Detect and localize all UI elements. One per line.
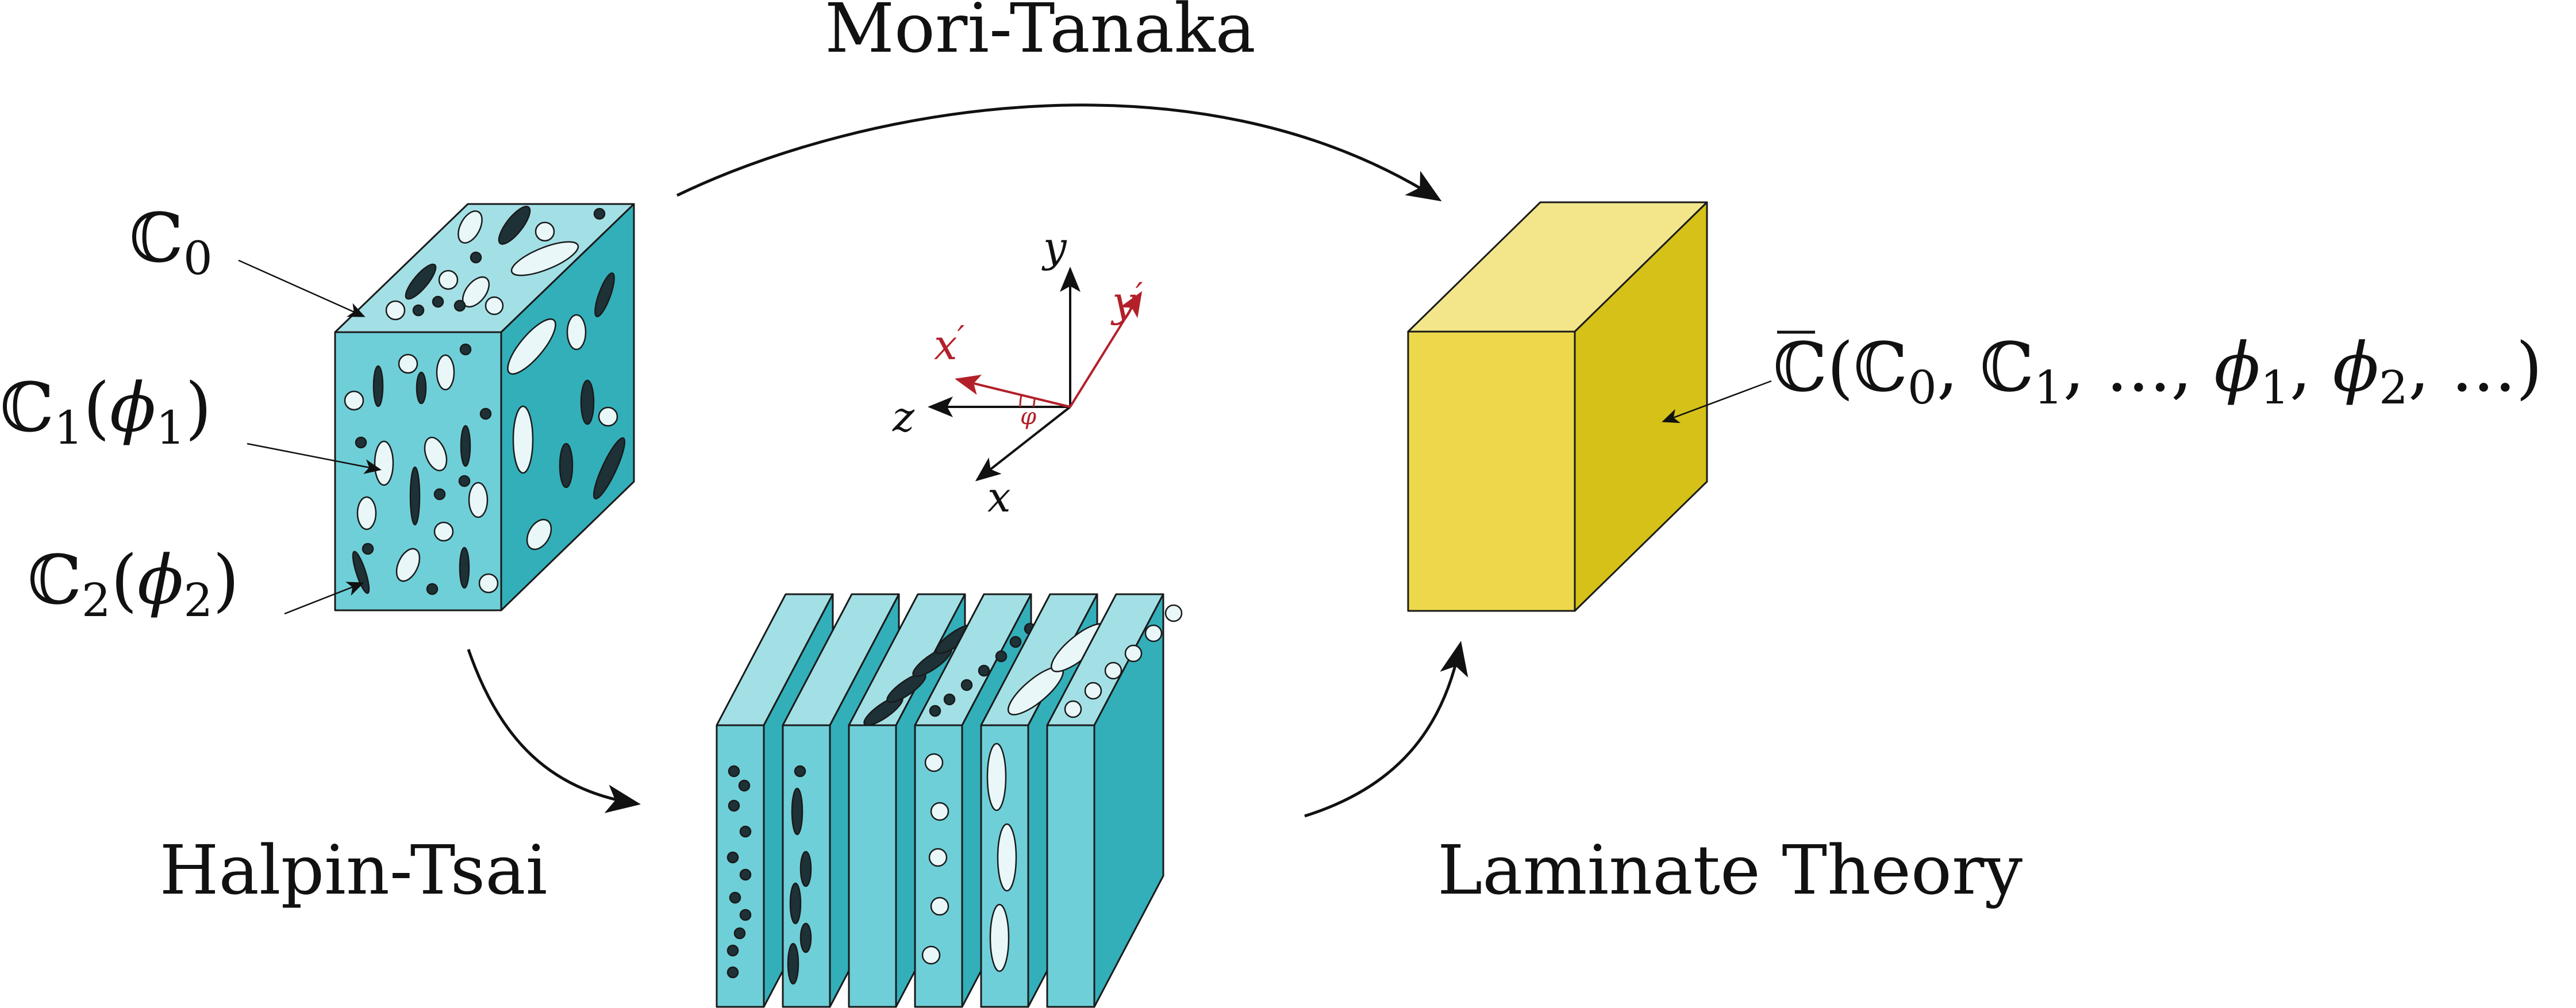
phase2-leader — [284, 582, 364, 615]
ply-inclusion — [929, 705, 941, 717]
ply-inclusion — [995, 650, 1008, 663]
ply-inclusion — [726, 944, 739, 957]
laminate-theory-arrow — [1304, 641, 1468, 818]
ply-inclusion — [728, 799, 740, 812]
ply-inclusion — [1104, 661, 1122, 680]
phi-angle-arc — [1019, 395, 1022, 407]
ply-inclusion — [729, 891, 741, 904]
ply-inclusion — [1084, 682, 1102, 700]
ply-inclusions — [787, 765, 812, 985]
phi-angle-label: φ — [1020, 403, 1036, 430]
ply-fibre — [989, 903, 1010, 972]
x-axis-label: x — [987, 473, 1011, 521]
matrix-label: ℂ0 — [129, 198, 213, 285]
ply-inclusion — [733, 927, 746, 940]
ply-inclusion — [794, 765, 806, 778]
ply-inclusions — [1064, 604, 1183, 718]
ply-inclusion — [943, 693, 956, 706]
ply-inclusion — [960, 679, 973, 691]
laminate-theory-label: Laminate Theory — [1437, 830, 2023, 910]
ply-inclusion — [924, 753, 944, 772]
phase1-leader — [247, 443, 382, 474]
cube-top-inclusions — [385, 206, 606, 321]
ply-inclusions — [921, 622, 1036, 965]
cube-front-inclusions — [344, 343, 499, 595]
x-axis — [975, 406, 1071, 482]
ply-fibre — [997, 823, 1017, 892]
ply-inclusion — [726, 966, 739, 979]
ply-inclusion — [739, 909, 752, 921]
ply-fibre — [789, 882, 802, 925]
ply-front-face — [1046, 724, 1095, 1008]
ply-inclusion — [1009, 636, 1022, 648]
ply-inclusion — [739, 868, 752, 881]
ply-inclusion — [930, 802, 949, 821]
ply-inclusion — [728, 765, 740, 778]
ply-inclusion — [726, 851, 739, 864]
effective-cube — [1407, 201, 1708, 612]
cube-side-inclusions — [507, 272, 626, 551]
halpin-tsai-arrow — [467, 649, 641, 813]
z-axis-label: z — [892, 393, 915, 441]
phase2-label: ℂ2(ϕ2) — [28, 540, 239, 627]
y-prime-axis-label: y′ — [1110, 276, 1143, 326]
effective-stiffness-label: ℂ(ℂ0, ℂ1, ..., ϕ1, ϕ2, ...) — [1773, 328, 2543, 414]
svg-text:ℂ1(ϕ1): ℂ1(ϕ1) — [0, 368, 212, 455]
composite-cube — [334, 203, 635, 611]
laminate-ply-6 — [1046, 593, 1183, 1008]
phase1-label: ℂ1(ϕ1) — [0, 368, 212, 455]
x-prime-axis — [955, 374, 1071, 408]
svg-text:ℂ2(ϕ2): ℂ2(ϕ2) — [28, 540, 239, 627]
ply-inclusions — [726, 765, 752, 979]
y-axis-label: y — [1041, 223, 1067, 271]
ply-inclusion — [978, 664, 990, 677]
ply-fibre — [787, 942, 799, 985]
ply-fibre — [799, 851, 812, 887]
ply-inclusion — [921, 945, 941, 965]
ply-fibre — [799, 922, 812, 953]
ply-inclusion — [1164, 604, 1183, 622]
ply-fibre — [791, 787, 803, 836]
ply-inclusion — [928, 848, 948, 867]
halpin-tsai-label: Halpin-Tsai — [160, 830, 548, 910]
phi-angle-arc-2 — [1032, 398, 1036, 407]
ply-inclusion — [738, 779, 751, 792]
laminate-stack — [716, 593, 1183, 1008]
ply-inclusion — [930, 897, 949, 916]
ply-front-face — [716, 724, 765, 1008]
svg-text:ℂ(ℂ0, ℂ1, ..., ϕ1, ϕ2, ...): ℂ(ℂ0, ℂ1, ..., ϕ1, ϕ2, ...) — [1773, 328, 2543, 414]
y-prime-axis — [1069, 291, 1143, 408]
ply-front-face — [848, 724, 897, 1008]
ply-inclusion — [1064, 700, 1082, 718]
ply-inclusion — [739, 825, 752, 838]
coordinate-axes: y y′ x′ z x φ — [892, 223, 1143, 521]
ply-inclusion — [1144, 624, 1163, 642]
svg-text:ℂ0: ℂ0 — [129, 198, 213, 285]
mori-tanaka-arrow — [676, 103, 1442, 202]
ply-fibre — [986, 742, 1007, 811]
x-prime-axis-label: x′ — [934, 320, 965, 369]
matrix-leader — [238, 259, 366, 317]
mori-tanaka-label: Mori-Tanaka — [825, 0, 1256, 68]
effective-leader — [1662, 380, 1772, 424]
effective-front-face — [1407, 330, 1576, 612]
ply-inclusion — [1124, 644, 1143, 663]
